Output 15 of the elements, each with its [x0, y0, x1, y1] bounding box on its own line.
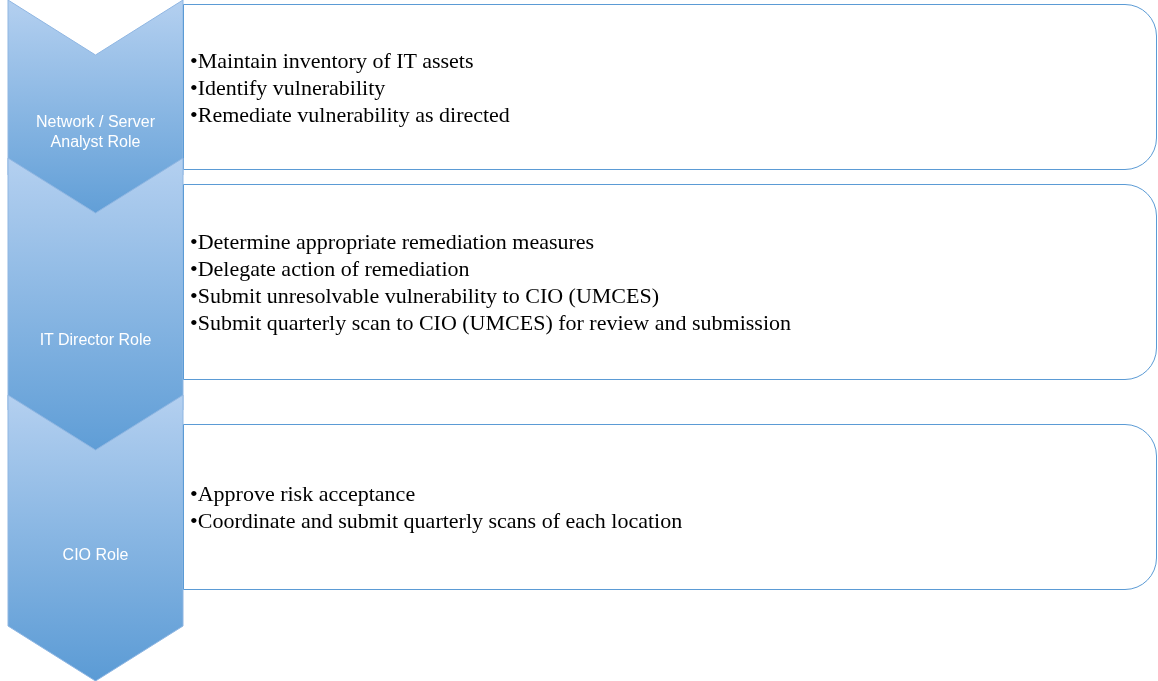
bullet-item: •Coordinate and submit quarterly scans of each location — [190, 507, 683, 534]
bullet-item: •Submit quarterly scan to CIO (UMCES) for review and submission — [190, 309, 791, 336]
task-panel — [183, 4, 1157, 170]
bullet-item: •Determine appropriate remediation measures — [190, 228, 595, 255]
bullet-item: •Delegate action of remediation — [190, 255, 470, 282]
bullet-item: •Submit unresolvable vulnerability to CIO (UMCES) — [190, 282, 660, 309]
role-label: Network / Server Analyst Role — [34, 112, 157, 152]
task-panel — [183, 184, 1157, 380]
role-label: IT Director Role — [38, 330, 153, 350]
task-panel — [183, 424, 1157, 590]
bullet-item: •Maintain inventory of IT assets — [190, 46, 474, 74]
bullet-item: •Identify vulnerability — [190, 73, 386, 101]
role-label: CIO Role — [61, 545, 130, 565]
bullet-item: •Approve risk acceptance — [190, 480, 416, 507]
bullet-item: •Remediate vulnerability as directed — [190, 100, 510, 128]
